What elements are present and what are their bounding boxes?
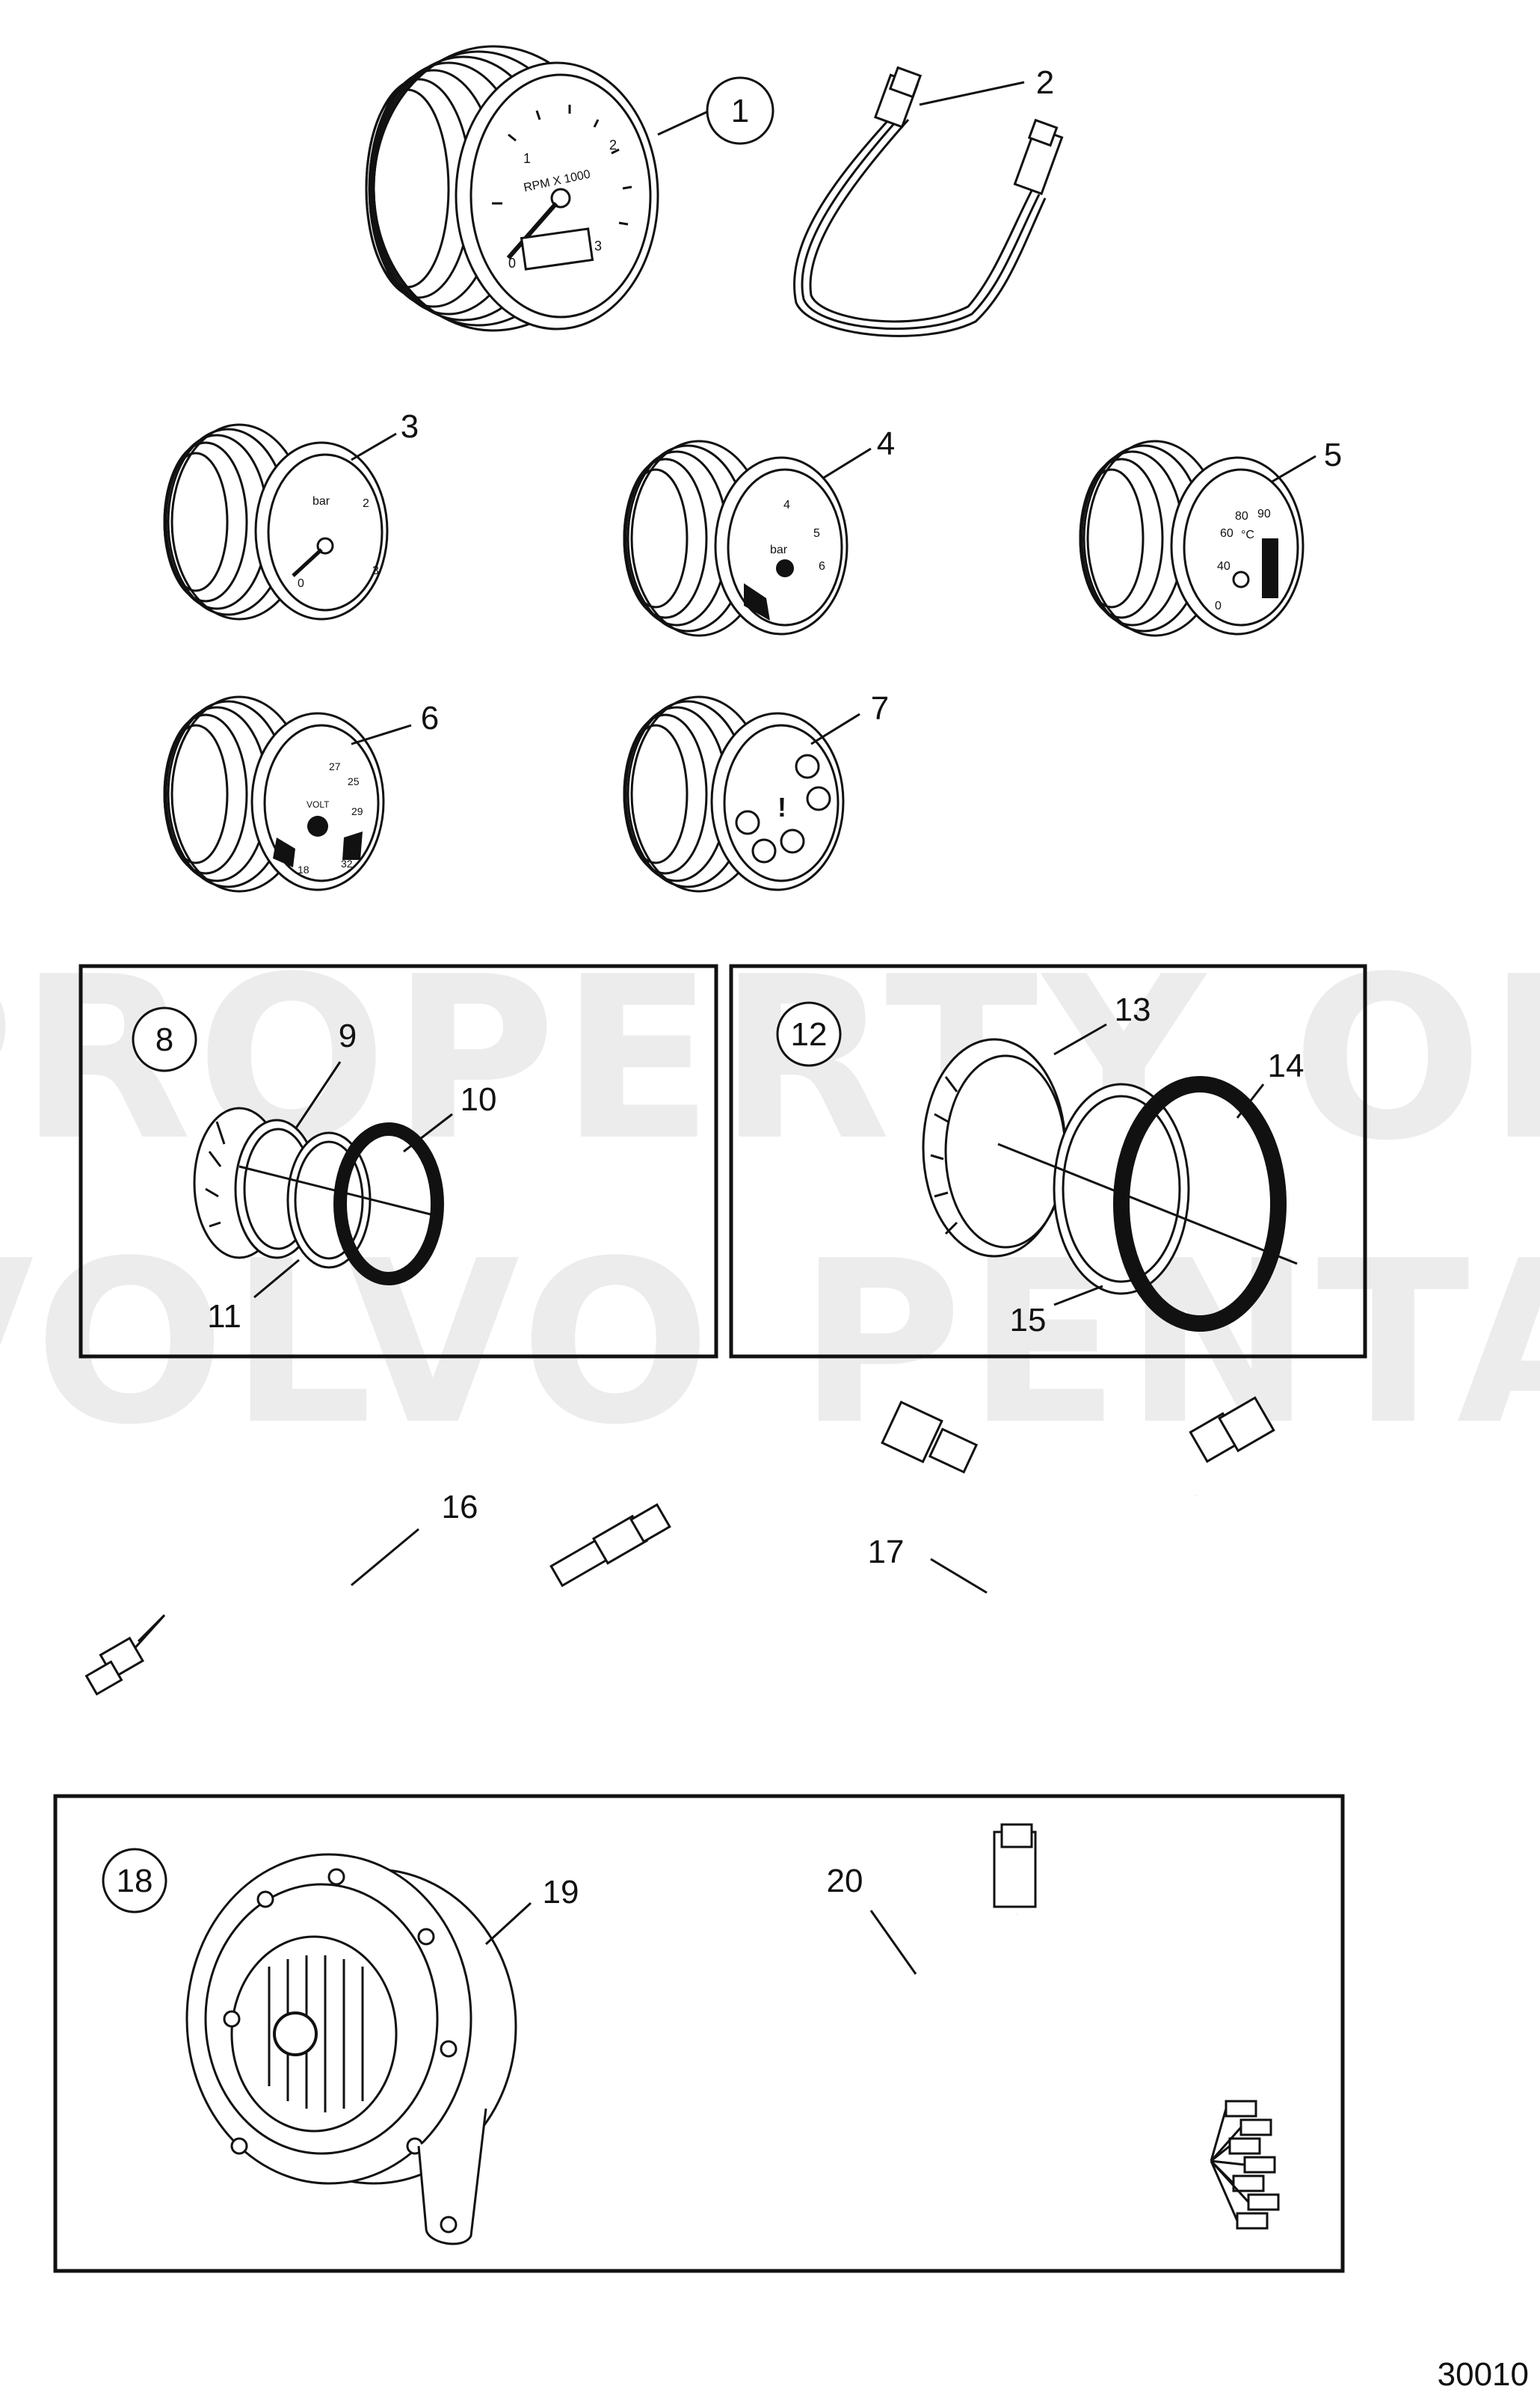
tach-tick-2: 2	[609, 138, 617, 153]
callout-18: 18	[102, 1848, 167, 1913]
gauge5-tick-60: 60	[1220, 527, 1233, 540]
callout-17-label: 17	[868, 1534, 905, 1570]
callout-6: 6	[351, 700, 439, 746]
warning-display-part-7: !	[623, 695, 845, 893]
gauge-part-6: VOLT 27 25 29 18 32	[163, 695, 385, 893]
kit-box-8	[78, 964, 718, 1359]
callout-20: 20	[827, 1863, 917, 1975]
tach-tick-3: 3	[594, 239, 602, 253]
callout-11: 11	[207, 1258, 300, 1335]
tach-tick-0: 0	[508, 256, 516, 271]
callout-7-label: 7	[871, 690, 889, 727]
callout-13: 13	[1053, 992, 1151, 1056]
cable-part-16	[84, 1503, 671, 1696]
callout-18-label: 18	[117, 1863, 153, 1899]
callout-3: 3	[351, 408, 419, 461]
horn-part-19	[185, 1853, 517, 2245]
gauge4-tick-5: 5	[813, 527, 820, 540]
gauge6-tick-27: 27	[329, 760, 341, 772]
callout-12-label: 12	[791, 1016, 828, 1053]
gauge-part-4: bar 4 5 6	[623, 440, 848, 637]
gauge5-tick-90: 90	[1257, 508, 1271, 520]
tach-tick-1: 1	[523, 151, 531, 166]
gauge-part-3: bar 0 2 3	[163, 423, 389, 621]
callout-8: 8	[132, 1006, 197, 1072]
callout-8-label: 8	[155, 1021, 173, 1058]
gauge6-tick-29: 29	[351, 805, 363, 817]
callout-12: 12	[776, 1001, 842, 1067]
gauge5-tick-0: 0	[1215, 600, 1222, 612]
callout-13-label: 13	[1115, 992, 1151, 1028]
callout-15: 15	[1010, 1285, 1103, 1338]
gauge4-unit: bar	[770, 544, 788, 556]
callout-11-label: 11	[207, 1298, 241, 1335]
callout-1-label: 1	[731, 93, 749, 129]
callout-9-label: 9	[339, 1018, 357, 1054]
callout-9: 9	[294, 1018, 357, 1130]
callout-17: 17	[868, 1534, 988, 1594]
callout-16: 16	[351, 1489, 478, 1587]
figure-number: 30010	[1438, 2356, 1529, 2393]
callout-14-label: 14	[1268, 1048, 1305, 1084]
bezel-kit-small	[193, 1107, 444, 1285]
gauge6-tick-32: 32	[341, 858, 353, 870]
harness-part-2	[793, 66, 1064, 337]
bezel-kit-large	[922, 1038, 1298, 1332]
gauge3-tick-2: 2	[363, 497, 369, 510]
callout-2-label: 2	[1036, 64, 1054, 101]
harness-part-20	[873, 1823, 1280, 2230]
kit-box-18	[53, 1794, 1345, 2273]
gauge-part-5: °C 0 40 60 80 90	[1079, 440, 1305, 637]
gauge5-tick-40: 40	[1217, 560, 1231, 573]
gauge5-unit: °C	[1241, 529, 1254, 541]
warning-exclamation: !	[777, 792, 786, 823]
watermark-line-2: VOLVO PENTA	[0, 1213, 1540, 1474]
callout-2: 2	[919, 64, 1054, 106]
gauge4-tick-6: 6	[819, 560, 825, 573]
callout-10-label: 10	[461, 1081, 497, 1118]
kit-box-12	[729, 964, 1367, 1359]
callout-20-label: 20	[827, 1863, 863, 1899]
gauge3-tick-3: 3	[372, 565, 379, 577]
callout-15-label: 15	[1010, 1302, 1047, 1338]
callout-3-label: 3	[401, 408, 419, 445]
callout-5: 5	[1270, 437, 1342, 484]
callout-4: 4	[822, 425, 895, 480]
callouts: 1 2 3 4 5 6 7 8	[102, 64, 1342, 1975]
tachometer-part-1: 0 1 2 3 RPM X 1000	[365, 45, 659, 332]
gauge4-tick-4: 4	[783, 499, 790, 511]
callout-19-label: 19	[543, 1874, 579, 1910]
callout-1: 1	[657, 76, 774, 145]
callout-6-label: 6	[421, 700, 439, 737]
gauge6-tick-25: 25	[348, 775, 360, 787]
gauge5-tick-80: 80	[1235, 510, 1248, 523]
callout-5-label: 5	[1324, 437, 1342, 473]
callout-16-label: 16	[442, 1489, 478, 1525]
callout-14: 14	[1236, 1048, 1305, 1119]
callout-7: 7	[810, 690, 889, 746]
harness-part-17	[881, 1396, 1275, 1729]
gauge6-unit: VOLT	[307, 799, 330, 810]
gauge3-unit: bar	[312, 495, 330, 508]
gauge3-tick-0: 0	[298, 577, 304, 590]
callout-4-label: 4	[877, 425, 895, 462]
callout-10: 10	[403, 1081, 497, 1153]
callout-19: 19	[484, 1874, 579, 1946]
gauge6-tick-18: 18	[298, 864, 309, 876]
